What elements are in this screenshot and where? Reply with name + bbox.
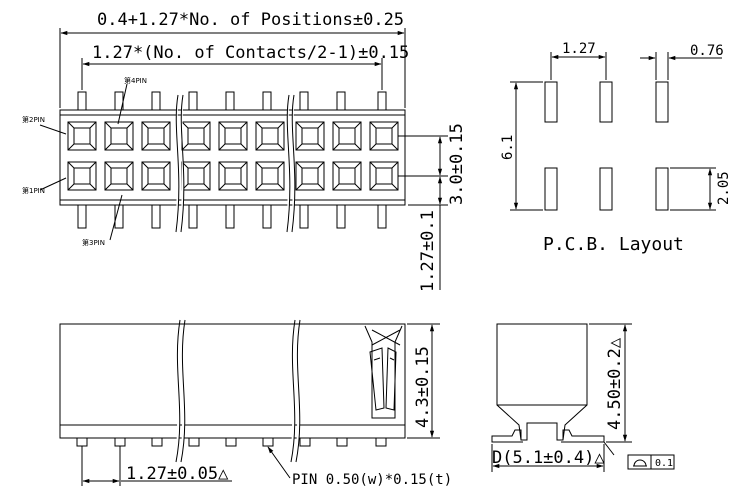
pcb-pitch-label: 1.27	[562, 41, 596, 57]
front-pin-label: PIN 0.50(w)*0.15(t)	[292, 472, 452, 488]
pcb-pad	[599, 167, 613, 211]
side-left-lead	[491, 429, 523, 443]
pcb-height-label: 6.1	[500, 135, 516, 160]
flatness-symbol-icon	[633, 459, 647, 467]
front-view	[59, 319, 440, 486]
top-body-outline	[59, 109, 406, 206]
front-pins	[76, 437, 387, 486]
front-break-lines	[175, 319, 301, 463]
pcb-pad	[544, 167, 558, 211]
pin4-label: 第4PIN	[124, 76, 147, 85]
side-view-texts: 4.50±0.2△ D(5.1±0.4)△ 0.1	[492, 337, 673, 469]
pcb-pad	[599, 81, 613, 123]
pcb-pad	[655, 167, 669, 211]
pin1-label: 第1PIN	[22, 186, 45, 195]
top-pins-upper	[77, 91, 387, 111]
overall-dim-label: 0.4+1.27*No. of Positions±0.25	[97, 10, 404, 30]
front-view-texts: 4.3±0.15 1.27±0.05△ PIN 0.50(w)*0.15(t)	[126, 346, 452, 488]
front-body-outline	[59, 323, 406, 439]
pitch-vertical-dim-label: 3.0±0.15	[447, 123, 467, 205]
pcb-layout-texts: 1.27 0.76 6.1 2.05 P.C.B. Layout	[500, 41, 732, 255]
front-height-label: 4.3±0.15	[413, 346, 433, 428]
front-pitch-label: 1.27±0.05△	[126, 464, 229, 484]
pcb-pad	[544, 81, 558, 123]
contacts-dim-label: 1.27*(No. of Contacts/2-1)±0.15	[92, 43, 409, 63]
contact-row-upper	[67, 121, 399, 151]
side-right-lead	[561, 429, 605, 443]
top-view	[39, 28, 448, 290]
side-view	[491, 323, 675, 472]
flatness-value: 0.1	[655, 458, 673, 469]
top-pins-lower	[77, 204, 387, 229]
front-terminal-detail	[364, 325, 403, 419]
pin3-label: 第3PIN	[82, 238, 105, 247]
side-body-outline	[496, 323, 588, 441]
side-width-label: D(5.1±0.4)△	[492, 448, 605, 468]
pcb-pad-length-label: 2.05	[716, 171, 732, 205]
row-offset-dim-label: 1.27±0.1	[418, 210, 438, 292]
pcb-layout-title: P.C.B. Layout	[543, 234, 684, 255]
side-height-label: 4.50±0.2△	[605, 337, 625, 430]
top-break-lines	[175, 94, 296, 233]
pcb-layout	[510, 52, 722, 211]
pcb-pad-width-label: 0.76	[690, 43, 724, 59]
pin2-label: 第2PIN	[22, 115, 45, 124]
top-view-texts: 0.4+1.27*No. of Positions±0.25 1.27*(No.…	[22, 10, 467, 292]
pcb-pad	[655, 81, 669, 123]
contact-row-lower	[67, 161, 399, 191]
